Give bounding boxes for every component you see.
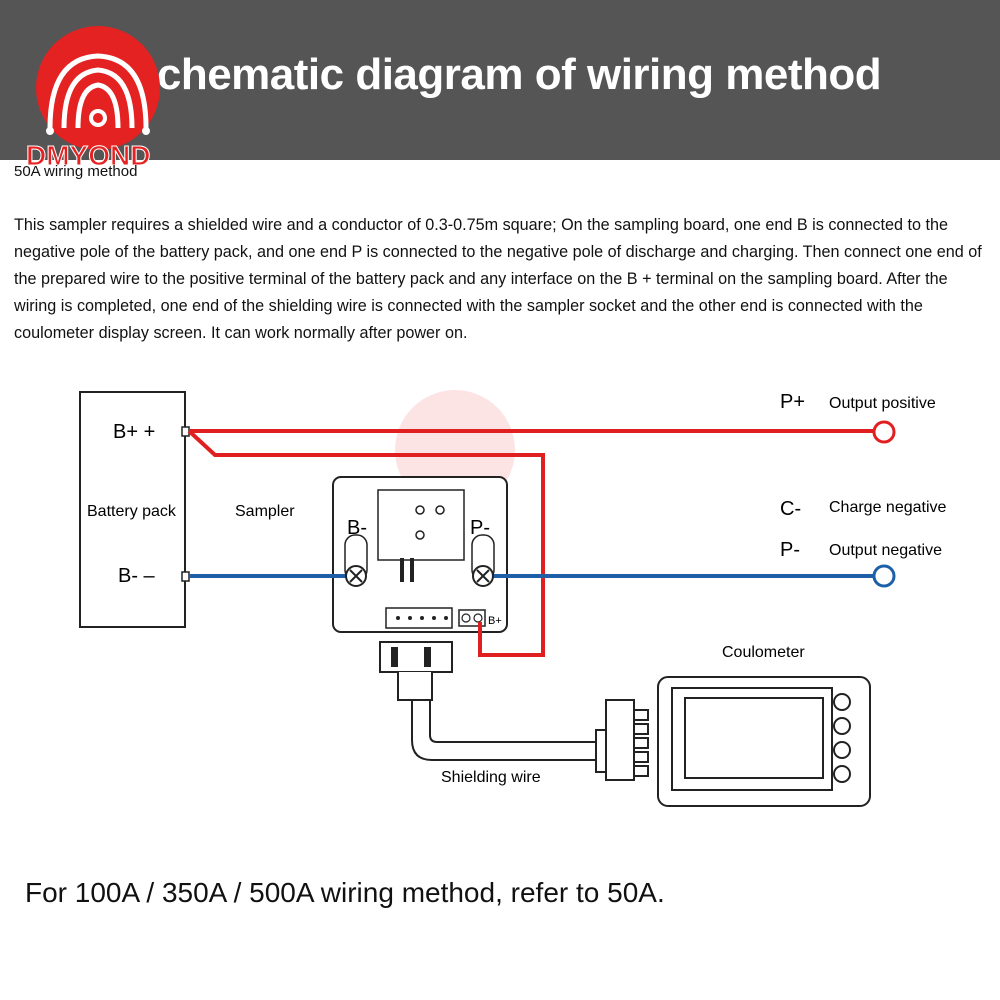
output-negative-label: Output negative: [829, 542, 942, 559]
output-negative-symbol: P-: [780, 539, 800, 561]
header-bar: Schematic diagram of wiring method: [0, 0, 1000, 160]
coulometer-plug: [595, 699, 649, 781]
output-positive-terminal: [872, 420, 896, 444]
battery-pack-label: Battery pack: [87, 503, 177, 520]
coulometer-button-1[interactable]: [833, 693, 851, 711]
footer-note: For 100A / 350A / 500A wiring method, re…: [25, 877, 665, 908]
positive-wire: [187, 429, 874, 657]
output-positive-symbol: P+: [780, 391, 805, 413]
charge-negative-symbol: C-: [780, 498, 801, 520]
coulometer-button-2[interactable]: [833, 717, 851, 735]
coulometer-button-4[interactable]: [833, 765, 851, 783]
sampler-board: [332, 476, 508, 633]
coulometer-button-3[interactable]: [833, 741, 851, 759]
b-minus-screw: [345, 565, 367, 587]
shielding-wire-label: Shielding wire: [441, 769, 541, 786]
output-negative-terminal: [872, 564, 896, 588]
battery-negative-terminal-label: B- –: [118, 565, 156, 587]
description-paragraph: This sampler requires a shielded wire an…: [14, 216, 982, 342]
sampler-p-minus-label: P-: [470, 517, 490, 539]
shielding-wire-cable: [411, 700, 596, 761]
sampler-b-minus-label: B-: [347, 517, 367, 539]
output-positive-label: Output positive: [829, 395, 936, 412]
battery-positive-terminal: [181, 426, 190, 437]
battery-pack-box: [79, 391, 186, 628]
page-title: Schematic diagram of wiring method: [128, 50, 882, 99]
p-minus-screw: [472, 565, 494, 587]
charge-negative-label: Charge negative: [829, 499, 947, 516]
subheading: 50A wiring method: [14, 163, 138, 180]
brand-name: DMYOND: [26, 140, 150, 171]
battery-positive-terminal-label: B+ +: [113, 421, 155, 443]
coulometer-label: Coulometer: [722, 644, 805, 661]
sampler-b-plus-label: B+: [488, 615, 502, 627]
coulometer-device: [657, 676, 871, 807]
sampler-plug: [379, 641, 453, 701]
sampler-label: Sampler: [235, 503, 295, 520]
battery-negative-terminal: [181, 571, 190, 582]
brand-logo: DMYOND: [26, 26, 160, 172]
